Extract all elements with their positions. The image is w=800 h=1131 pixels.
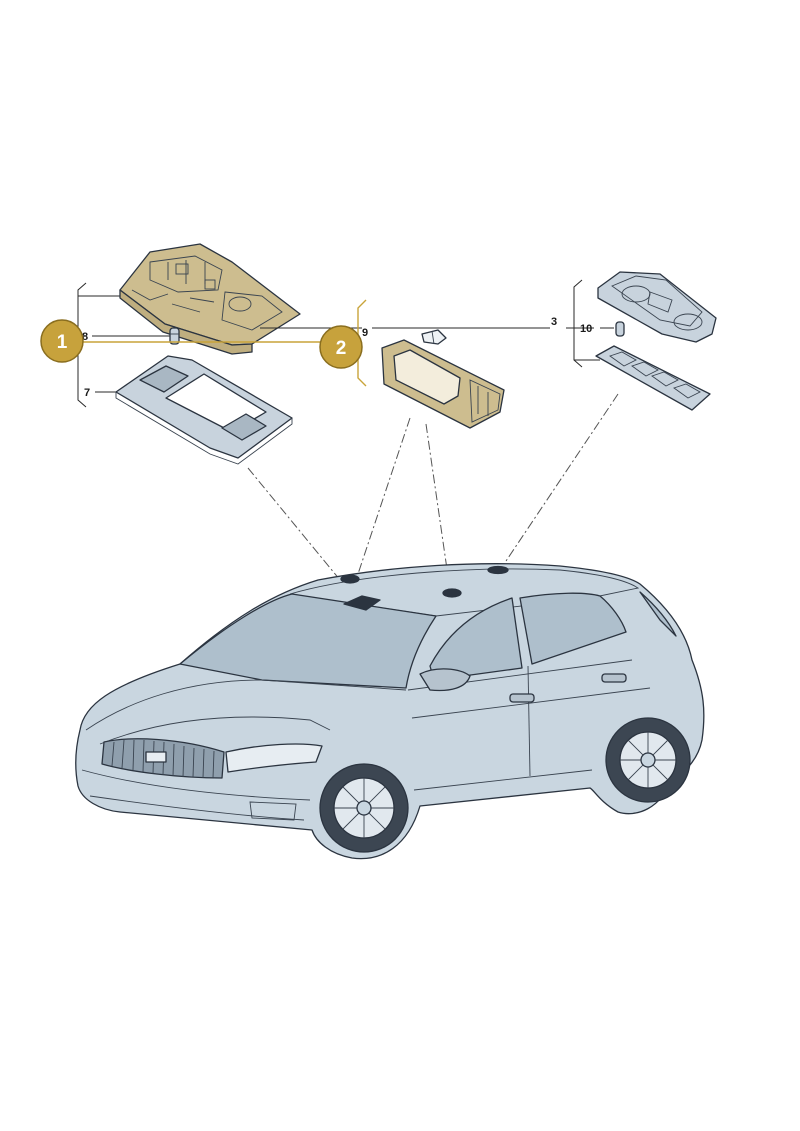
location-lines: [247, 393, 619, 591]
badge-1-label: 1: [57, 332, 68, 353]
bulb-part-10[interactable]: [600, 321, 625, 337]
car-illustration: [75, 563, 705, 860]
roof-light-location-main: [343, 595, 381, 611]
callout-label-8: 8: [82, 331, 88, 343]
roof-light-location-rear: [487, 565, 509, 575]
bulb-part-8[interactable]: [92, 327, 180, 345]
badge-2[interactable]: 2: [319, 325, 363, 369]
roof-light-location-middle: [442, 588, 462, 598]
badge-2-label: 2: [336, 338, 347, 359]
roof-light-location-front: [340, 574, 360, 584]
badge-1[interactable]: 1: [40, 319, 84, 363]
rear-light-housing-part-3[interactable]: [597, 271, 717, 343]
right-group-bracket: [566, 279, 600, 368]
rear-light-lens[interactable]: [595, 345, 711, 411]
front-light-frame-part-7[interactable]: [95, 355, 293, 465]
callout-label-10: 10: [580, 323, 592, 335]
rear-reading-light[interactable]: [381, 339, 505, 429]
callout-label-7: 7: [84, 387, 90, 399]
bulb-part-9[interactable]: [421, 329, 447, 345]
callout-label-9: 9: [362, 327, 368, 339]
callout-label-3: 3: [551, 316, 557, 328]
front-interior-light-module[interactable]: [119, 243, 301, 355]
